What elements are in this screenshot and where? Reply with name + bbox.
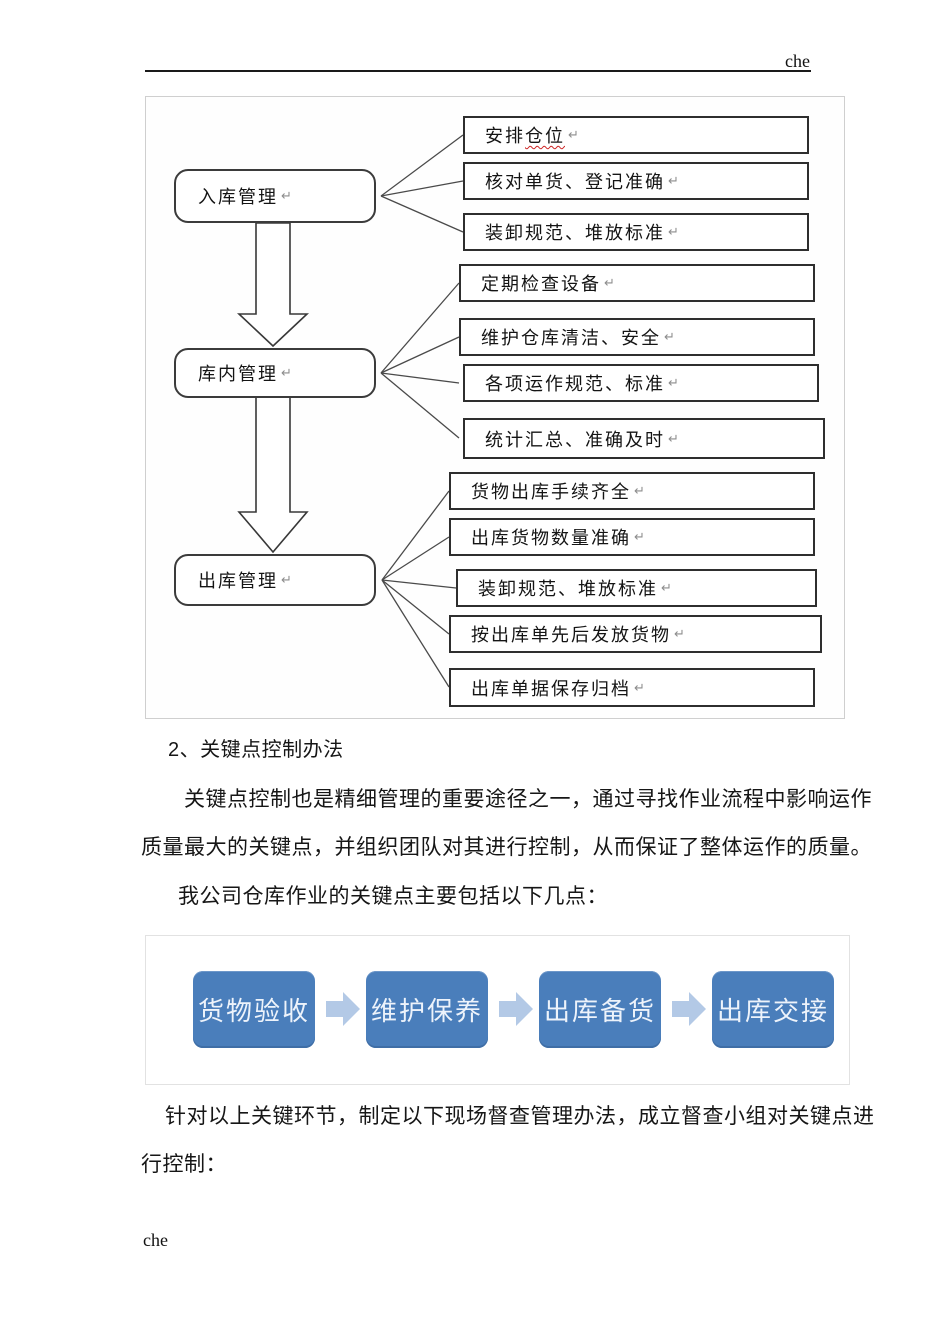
paragraph-line: 质量最大的关键点，并组织团队对其进行控制，从而保证了整体运作的质量。 (141, 836, 872, 859)
stage-label: 出库管理 (198, 571, 278, 591)
return-mark: ↵ (604, 275, 615, 290)
return-mark: ↵ (664, 329, 675, 344)
flow-item-box: 安排仓位↵ (463, 116, 809, 154)
flow-item-box: 出库单据保存归档↵ (449, 668, 815, 707)
flow-item-box: 各项运作规范、标准↵ (463, 364, 819, 402)
return-mark: ↵ (281, 572, 292, 587)
return-mark: ↵ (668, 430, 679, 446)
flow-item-label: 核对单货、登记准确 (485, 172, 665, 192)
flow-item-box: 核对单货、登记准确↵ (463, 162, 809, 200)
return-mark: ↵ (634, 679, 645, 695)
flow-item-label: 按出库单先后发放货物 (471, 625, 671, 645)
process-step-label: 货物验收 (197, 996, 310, 1026)
process-step-label: 出库交接 (716, 996, 829, 1026)
process-step-label: 维护保养 (370, 996, 483, 1026)
return-mark: ↵ (668, 224, 679, 239)
stage-label: 库内管理 (198, 364, 278, 384)
paragraph-line: 关键点控制也是精细管理的重要途径之一，通过寻找作业流程中影响运作 (184, 788, 872, 811)
return-mark: ↵ (634, 483, 645, 498)
down-block-arrow-icon (237, 396, 309, 554)
process-step-box: 货物验收 (193, 971, 315, 1048)
stage-box-inwarehouse: 库内管理↵ (174, 348, 376, 398)
flow-item-label: 统计汇总、准确及时 (485, 429, 665, 450)
flow-item-label: 货物出库手续齐全 (471, 482, 631, 502)
flow-item-box: 出库货物数量准确↵ (449, 518, 815, 556)
flow-item-label: 装卸规范、堆放标准 (478, 579, 658, 599)
flow-item-label: 出库单据保存归档 (471, 678, 631, 699)
return-mark: ↵ (281, 188, 292, 203)
right-arrow-icon (326, 992, 360, 1026)
process-step-box: 维护保养 (366, 971, 488, 1048)
down-block-arrow-icon (236, 222, 310, 348)
process-step-box: 出库备货 (539, 971, 661, 1048)
flow-item-label: 定期检查设备 (481, 274, 601, 294)
header-note: che (785, 51, 810, 71)
flow-item-label: 各项运作规范、标准 (485, 374, 665, 394)
process-step-label: 出库备货 (543, 996, 656, 1026)
flow-item-box: 装卸规范、堆放标准↵ (456, 569, 817, 607)
stage-box-outbound: 出库管理↵ (174, 554, 376, 606)
paragraph-line: 我公司仓库作业的关键点主要包括以下几点： (178, 885, 608, 908)
right-arrow-icon (499, 992, 533, 1026)
footer-note: che (143, 1230, 168, 1250)
return-mark: ↵ (568, 127, 579, 142)
key-point-process-chart: 货物验收 维护保养 出库备货 出库交接 (145, 935, 850, 1085)
flow-item-box: 统计汇总、准确及时↵ (463, 418, 825, 459)
diagram-connectors (236, 134, 464, 688)
return-mark: ↵ (668, 173, 679, 188)
return-mark: ↵ (661, 580, 672, 595)
warehouse-flow-diagram: 入库管理↵ 库内管理↵ 出库管理↵ 安排仓位↵ 核对单货、登记准确↵ 装卸规范、… (145, 96, 845, 719)
return-mark: ↵ (668, 375, 679, 390)
stage-label: 入库管理 (198, 187, 278, 207)
paragraph-line: 针对以上关键环节，制定以下现场督查管理办法，成立督查小组对关键点进 (165, 1105, 875, 1128)
flow-item-label: 维护仓库清洁、安全 (481, 328, 661, 348)
paragraph-line: 行控制： (141, 1153, 227, 1176)
return-mark: ↵ (634, 529, 645, 544)
flow-item-label: 安排仓位 (485, 122, 565, 148)
flow-item-label: 出库货物数量准确 (471, 528, 631, 548)
flow-item-box: 货物出库手续齐全↵ (449, 472, 815, 510)
flow-item-text: 安排 (485, 126, 525, 146)
spellcheck-flagged-text: 仓位 (525, 126, 565, 146)
section-heading: 2、关键点控制办法 (168, 739, 344, 761)
flow-item-label: 装卸规范、堆放标准 (485, 223, 665, 243)
flow-item-box: 维护仓库清洁、安全↵ (459, 318, 815, 356)
process-step-box: 出库交接 (712, 971, 834, 1048)
flow-item-box: 装卸规范、堆放标准↵ (463, 213, 809, 251)
stage-box-inbound: 入库管理↵ (174, 169, 376, 223)
flow-item-box: 定期检查设备↵ (459, 264, 815, 302)
flow-item-box: 按出库单先后发放货物↵ (449, 615, 822, 653)
header-divider (145, 70, 811, 72)
return-mark: ↵ (674, 626, 685, 641)
right-arrow-icon (672, 992, 706, 1026)
return-mark: ↵ (281, 365, 292, 380)
